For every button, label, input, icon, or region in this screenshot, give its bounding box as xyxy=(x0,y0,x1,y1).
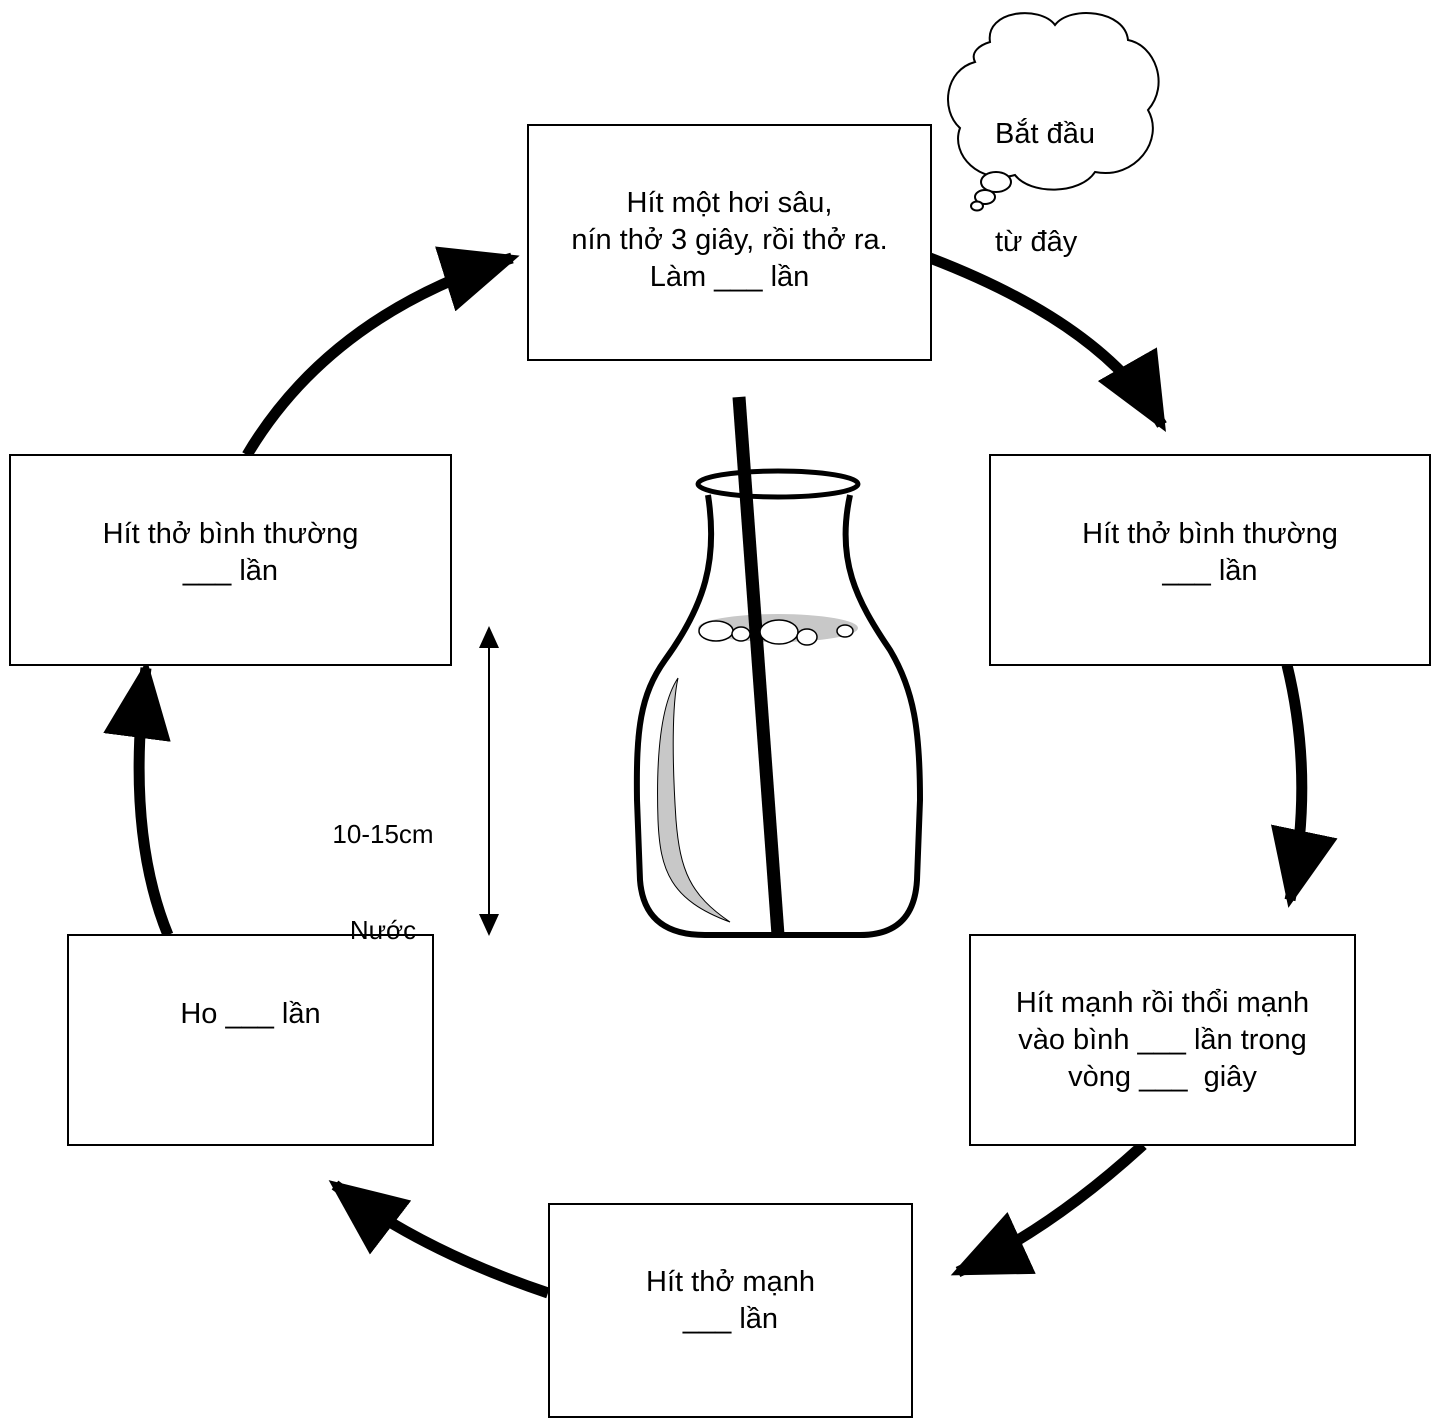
bottle-rim xyxy=(695,468,861,500)
step-text: vòng ___ giây xyxy=(1068,1061,1257,1093)
step-text: Hít mạnh rồi thổi mạnh xyxy=(1015,987,1310,1019)
step-text: vào bình ___ lần trong xyxy=(1018,1024,1307,1056)
cycle-arrow-bottom-right xyxy=(950,1140,1147,1278)
step-text: ___ lần xyxy=(1162,555,1258,587)
bubbles xyxy=(698,619,854,646)
straw xyxy=(732,396,785,936)
step-text: nín thở 3 giây, rồi thở ra. xyxy=(571,224,888,256)
step-text: Hít thở mạnh xyxy=(646,1266,815,1298)
step-text: ___ lần xyxy=(682,1303,779,1335)
step-text: Hít thở bình thường xyxy=(102,518,359,550)
step-box-normal-breathing-right: Hít thở bình thường ___ lần xyxy=(989,454,1431,666)
step-text: Làm ___ lần xyxy=(649,261,810,293)
step-text: Ho ___ lần xyxy=(180,998,321,1030)
thought-bubble xyxy=(947,12,1160,212)
start-note-line: Bắt đầu xyxy=(995,118,1095,150)
step-box-strong-breathing: Hít thở mạnh ___ lần xyxy=(548,1203,913,1418)
cycle-arrow-bottom-left xyxy=(328,1180,550,1299)
step-text: Hít một hơi sâu, xyxy=(626,187,833,219)
cycle-arrow-left xyxy=(103,660,174,938)
step-text: ___ lần xyxy=(182,555,279,587)
start-note: Bắt đầu từ đây xyxy=(995,44,1095,296)
water-depth-label: 10-15cm Nước xyxy=(318,754,448,978)
cycle-arrow-top-left xyxy=(242,246,520,458)
bottle-illustration xyxy=(633,396,923,938)
step-box-cough: Ho ___ lần xyxy=(67,934,434,1146)
cycle-arrow-top-right xyxy=(928,252,1167,432)
water-depth-caption: Nước xyxy=(349,915,417,945)
cycle-arrow-right xyxy=(1270,663,1338,908)
bottle-body xyxy=(633,494,923,938)
step-box-deep-breath: Hít một hơi sâu, nín thở 3 giây, rồi thở… xyxy=(527,124,932,361)
water-depth-value: 10-15cm xyxy=(332,819,434,849)
glass-highlight xyxy=(657,677,731,923)
step-box-forceful-blow: Hít mạnh rồi thổi mạnh vào bình ___ lần … xyxy=(969,934,1356,1146)
start-note-line: từ đây xyxy=(995,226,1078,258)
step-box-normal-breathing-left: Hít thở bình thường ___ lần xyxy=(9,454,452,666)
step-text: Hít thở bình thường xyxy=(1082,518,1338,550)
